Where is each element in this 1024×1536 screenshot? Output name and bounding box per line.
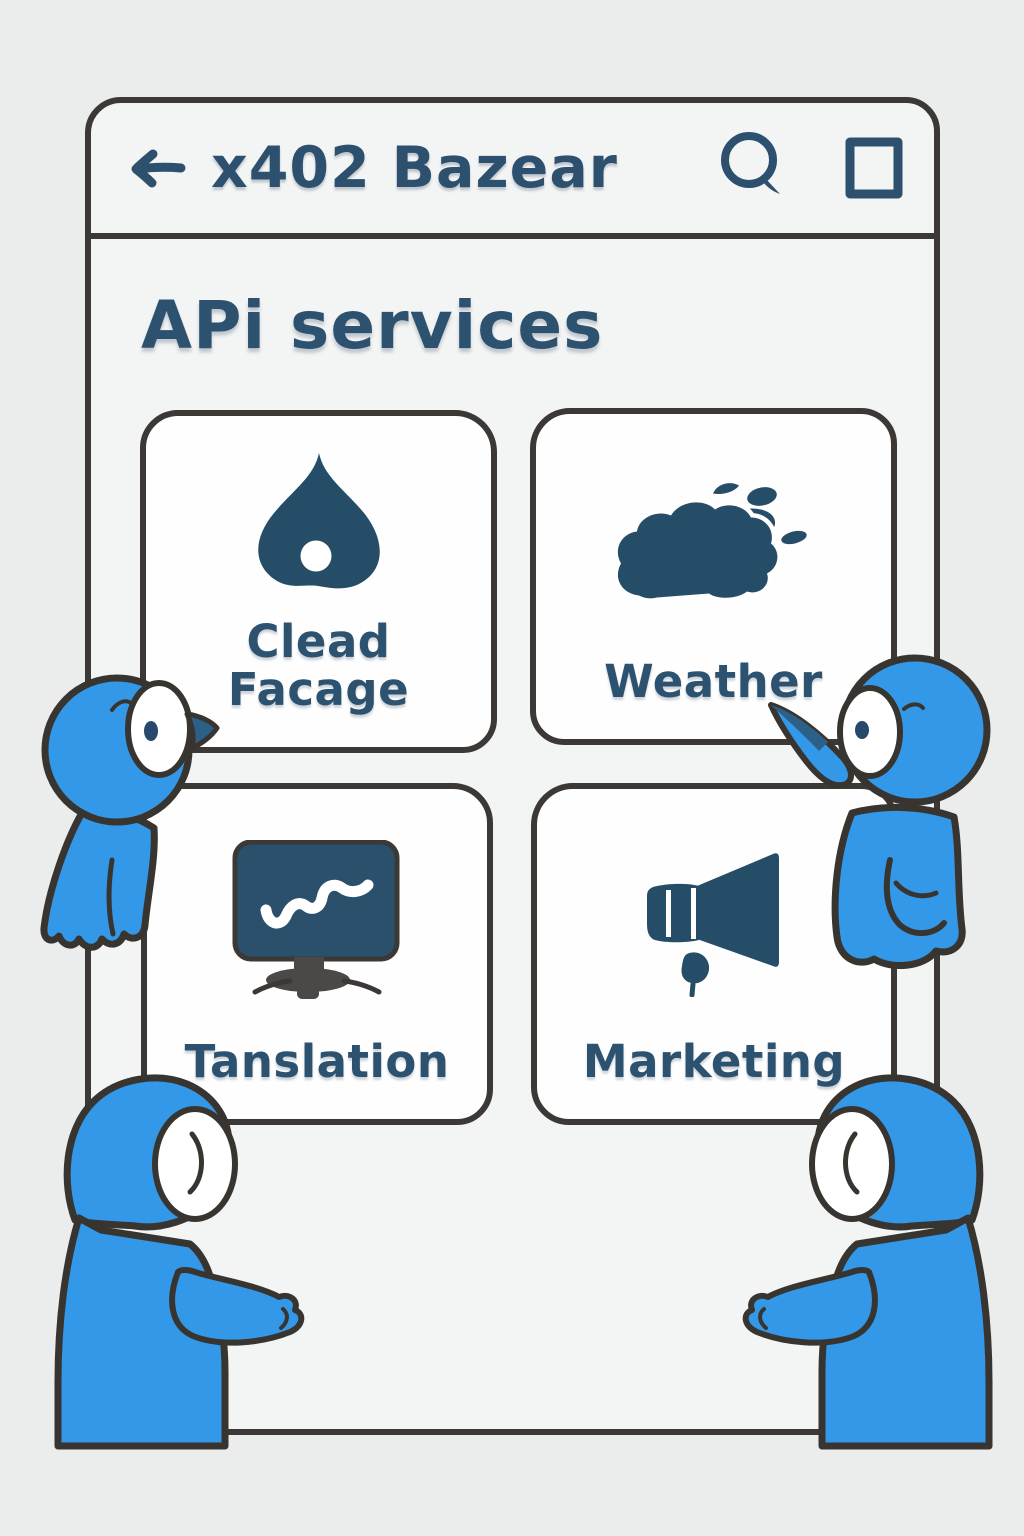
service-card-tanslation[interactable]: Tanslation [141,783,493,1125]
page-title: APi services [141,287,604,364]
service-card-clead-facage[interactable]: Clead Facage [140,410,497,753]
app-title: x402 Bazear [211,135,618,201]
back-arrow-icon[interactable] [129,146,187,190]
hooded-character-bottom-left [54,1074,305,1450]
service-card-marketing[interactable]: Marketing [531,783,897,1125]
monitor-wave-icon [147,789,487,1038]
service-card-label: Tanslation [184,1035,450,1089]
service-card-weather[interactable]: Weather [530,408,897,745]
service-card-label: Weather [604,655,823,709]
drop-blob-icon [146,416,491,618]
service-card-label: Clead Facage [227,614,410,717]
app-window: x402 Bazear APi services Clead Facage [85,97,940,1435]
service-card-label: Marketing [582,1035,846,1089]
search-icon[interactable] [720,130,786,206]
megaphone-icon [537,789,891,1038]
bird-character-left [40,674,220,951]
clouds-icon [536,414,891,658]
hooded-character-bottom-right [742,1074,993,1450]
app-header: x402 Bazear [91,103,934,239]
window-square-icon[interactable] [844,137,904,199]
bird-character-right [768,654,991,969]
